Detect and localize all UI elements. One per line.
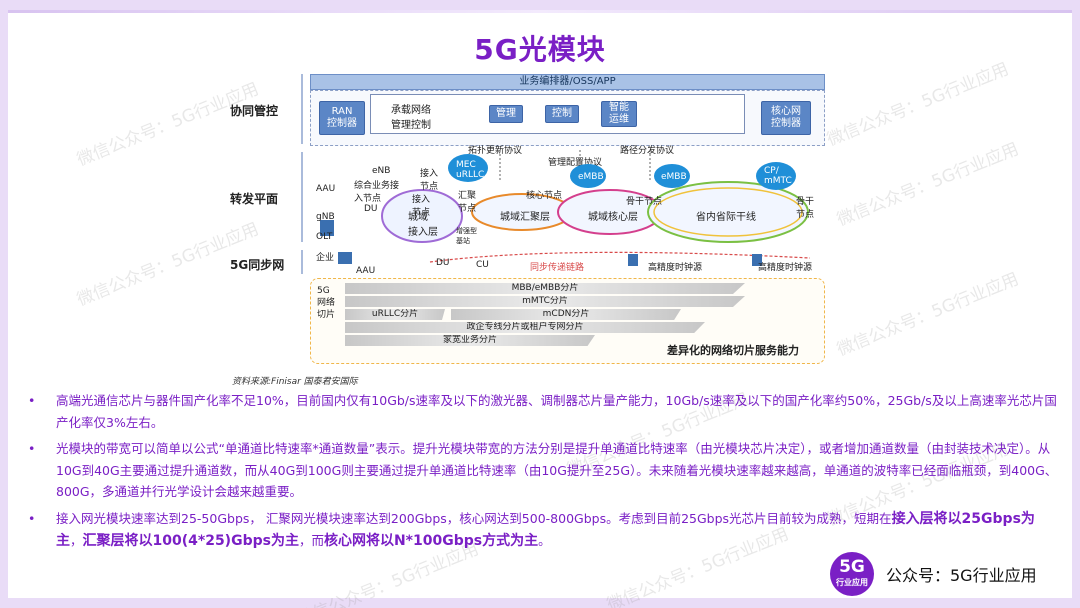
- slice-label: uRLLC分片: [371, 309, 419, 319]
- node-label: AAU: [316, 184, 336, 194]
- node-label: DU: [436, 258, 450, 268]
- slice-label: mCDN分片: [542, 309, 590, 319]
- protocol-label: 路径分发协议: [620, 146, 675, 156]
- intelligent-ops-label: 智能 运维: [609, 102, 629, 125]
- slice-title: 5G 网络 切片: [317, 286, 336, 320]
- label-forwarding-plane: 转发平面: [230, 192, 279, 206]
- sync-label: 同步传递链路: [530, 263, 585, 273]
- node-label: 骨干节点: [626, 197, 663, 207]
- bearer-control-label: 承载网络 管理控制: [391, 105, 431, 131]
- logo-sub-text: 行业应用: [836, 578, 868, 587]
- bullet-text: ，而: [298, 533, 324, 548]
- protocol-label: 管理配置协议: [548, 158, 603, 168]
- bearer-control-box: 承载网络 管理控制 管理 控制 智能 运维: [370, 94, 745, 134]
- slice-label: 政企专线分片或租户专网分片: [466, 322, 584, 332]
- control-button-label: 控制: [552, 108, 572, 119]
- node-label: gNB: [316, 212, 335, 222]
- band-arrows: [301, 74, 303, 274]
- node-label: 接入 节点: [412, 195, 431, 218]
- node-label: 企业: [316, 253, 335, 263]
- label-collab-control: 协同管控: [230, 104, 279, 118]
- brand-logo: 5G 行业应用: [830, 552, 874, 596]
- core-controller-label: 核心网 控制器: [771, 106, 801, 129]
- cloud-label: eMBB: [661, 172, 687, 182]
- slice-bar: mCDN分片: [451, 309, 681, 320]
- node-label: 汇聚 节点: [458, 191, 477, 214]
- bullet-dot: •: [28, 441, 36, 456]
- ring-label: 城域核心层: [588, 212, 638, 223]
- account-name: 公众号：5G行业应用: [886, 566, 1037, 585]
- cloud-label: MEC uRLLC: [456, 160, 485, 180]
- slice-bar: mMTC分片: [345, 296, 745, 307]
- core-controller-box: 核心网 控制器: [761, 101, 811, 135]
- label-sync-network: 5G同步网: [230, 258, 285, 272]
- sync-label: 高精度时钟源: [758, 263, 813, 273]
- bullet-dot: •: [28, 510, 36, 526]
- bullet-strong: 接入层将以25Gbps为主: [56, 510, 1035, 550]
- logo-main-text: 5G: [839, 557, 865, 577]
- frame-top-line: [8, 10, 1072, 13]
- slice-label: MBB/eMBB分片: [511, 283, 579, 293]
- node-label: 增强型 基站: [456, 227, 477, 245]
- watermark: 微信公众号：5G行业应用: [824, 59, 1012, 151]
- mgmt-button-label: 管理: [496, 108, 516, 119]
- bullet-item: • 接入网光模块速率达到25-50Gbps， 汇聚网光模块速率达到200Gbps，…: [28, 508, 1058, 553]
- intelligent-ops-button: 智能 运维: [601, 101, 637, 127]
- network-graphic: [320, 150, 811, 266]
- slice-bar: MBB/eMBB分片: [345, 283, 745, 294]
- bullet-item: • 光模块的带宽可以简单以公式“单通道比特速率*通道数量”表示。提升光模块带宽的方…: [28, 438, 1058, 503]
- bullet-text: 。: [538, 533, 551, 548]
- node-label: 综合业务接 入节点: [354, 181, 400, 204]
- node-label: eNB: [372, 166, 391, 176]
- ring-label: 城域 接入层: [408, 212, 438, 238]
- ran-controller-box: RAN 控制器: [319, 101, 365, 135]
- bullet-list: • 高端光通信芯片与器件国产化率不足10%，目前国内仅有10Gb/s速率及以下的激…: [28, 390, 1058, 558]
- bullet-text: 光模块的带宽可以简单以公式“单通道比特速率*通道数量”表示。提升光模块带宽的方法…: [56, 441, 1058, 499]
- bullet-dot: •: [28, 393, 36, 408]
- cloud-label: eMBB: [578, 172, 604, 182]
- bullet-text: 接入网光模块速率达到25-50Gbps， 汇聚网光模块速率达到200Gbps，核…: [56, 510, 892, 526]
- watermark: 微信公众号：5G行业应用: [834, 139, 1022, 231]
- slice-bar: 政企专线分片或租户专网分片: [345, 322, 705, 333]
- slice-bar: uRLLC分片: [345, 309, 445, 320]
- mgmt-button: 管理: [489, 105, 523, 123]
- control-button: 控制: [545, 105, 579, 123]
- node-label: 接入 节点: [420, 169, 439, 192]
- bullet-strong: 汇聚层将以100(4*25)Gbps为主: [82, 533, 299, 549]
- source-note: 资料来源:Finisar 国泰君安国际: [232, 377, 358, 387]
- bullet-strong: 核心网将以N*100Gbps方式为主: [323, 533, 539, 549]
- node-label: AAU: [356, 266, 376, 276]
- slice-label: 家宽业务分片: [442, 335, 497, 345]
- node-label: DU: [364, 204, 378, 214]
- watermark: 微信公众号：5G行业应用: [834, 269, 1022, 361]
- ran-controller-label: RAN 控制器: [327, 106, 357, 129]
- bullet-text: ，: [70, 533, 83, 548]
- slice-caption: 差异化的网络切片服务能力: [667, 344, 799, 357]
- sync-label: 高精度时钟源: [648, 263, 703, 273]
- slice-label: mMTC分片: [522, 296, 568, 306]
- node-label: OLT: [316, 232, 333, 242]
- slice-bar: 家宽业务分片: [345, 335, 595, 346]
- node-label: 骨干 节点: [796, 197, 815, 220]
- ring-label: 城域汇聚层: [500, 212, 550, 223]
- page-title: 5G光模块: [474, 33, 606, 66]
- cloud-label: CP/ mMTC: [764, 166, 792, 186]
- oss-bar: 业务编排器/OSS/APP: [310, 74, 825, 90]
- ring-label: 省内省际干线: [696, 212, 756, 223]
- bullet-item: • 高端光通信芯片与器件国产化率不足10%，目前国内仅有10Gb/s速率及以下的激…: [28, 390, 1058, 433]
- node-label: 核心节点: [526, 191, 563, 201]
- network-slice-area: 5G 网络 切片 MBB/eMBB分片 mMTC分片 uRLLC分片 mCDN分…: [310, 278, 825, 364]
- network-architecture-diagram: 协同管控 转发平面 5G同步网 业务编排器/OSS/APP RAN 控制器 核心…: [230, 70, 830, 370]
- bullet-text: 高端光通信芯片与器件国产化率不足10%，目前国内仅有10Gb/s速率及以下的激光…: [56, 393, 1057, 430]
- protocol-label: 拓扑更新协议: [468, 146, 523, 156]
- node-label: CU: [476, 260, 489, 270]
